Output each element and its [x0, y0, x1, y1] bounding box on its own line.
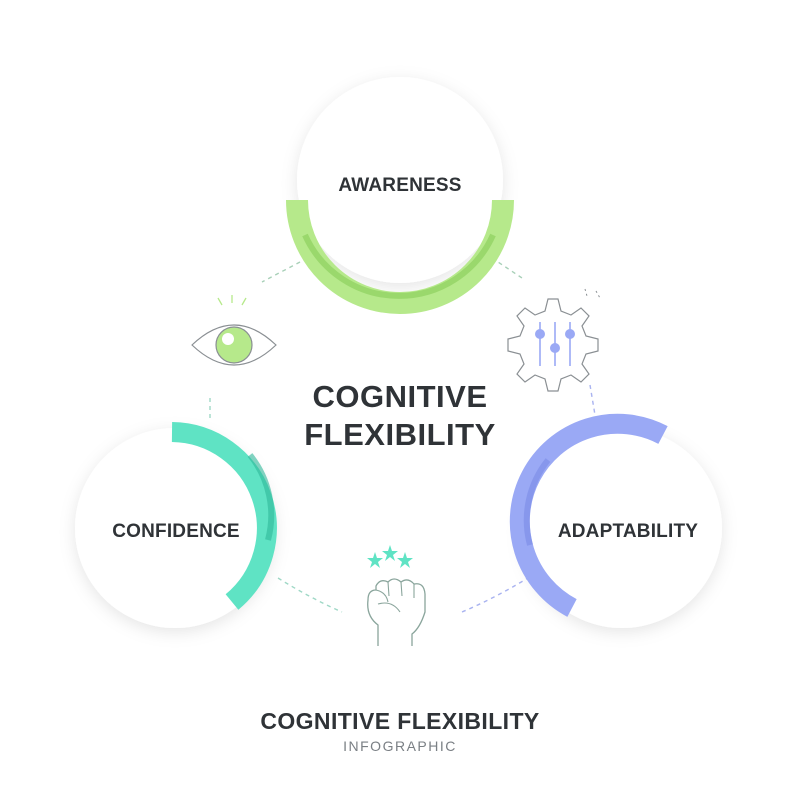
adaptability-circle [522, 428, 722, 628]
confidence-node [75, 422, 277, 628]
adaptability-node [509, 413, 722, 628]
connector-confidence-fist [277, 577, 343, 613]
confidence-arc-shade [247, 453, 275, 541]
confidence-label: CONFIDENCE [112, 521, 240, 542]
footer-subtitle: INFOGRAPHIC [343, 738, 457, 754]
confidence-circle [75, 428, 275, 628]
awareness-label: AWARENESS [338, 175, 462, 196]
footer-title: COGNITIVE FLEXIBILITY [260, 708, 540, 734]
connector-fist-adaptability [461, 577, 529, 613]
center-title-line2: FLEXIBILITY [304, 417, 496, 452]
adaptability-label: ADAPTABILITY [557, 521, 699, 542]
center-title: COGNITIVE FLEXIBILITY [250, 378, 550, 454]
connector-gear-adaptability [589, 384, 596, 416]
awareness-arc-shade [302, 233, 496, 299]
adaptability-arc-shade [523, 458, 551, 546]
awareness-circle [297, 77, 503, 283]
confidence-arc [171, 422, 277, 610]
adaptability-arc [509, 413, 668, 617]
eye-icon [191, 295, 277, 366]
center-title-line1: COGNITIVE [312, 379, 488, 414]
connector-awareness-gear [491, 257, 526, 281]
gear-sliders-icon [507, 288, 601, 392]
connector-lines [209, 257, 596, 613]
connector-awareness-eye [261, 261, 301, 283]
awareness-node [286, 77, 514, 314]
raised-fist-icon [367, 545, 426, 646]
